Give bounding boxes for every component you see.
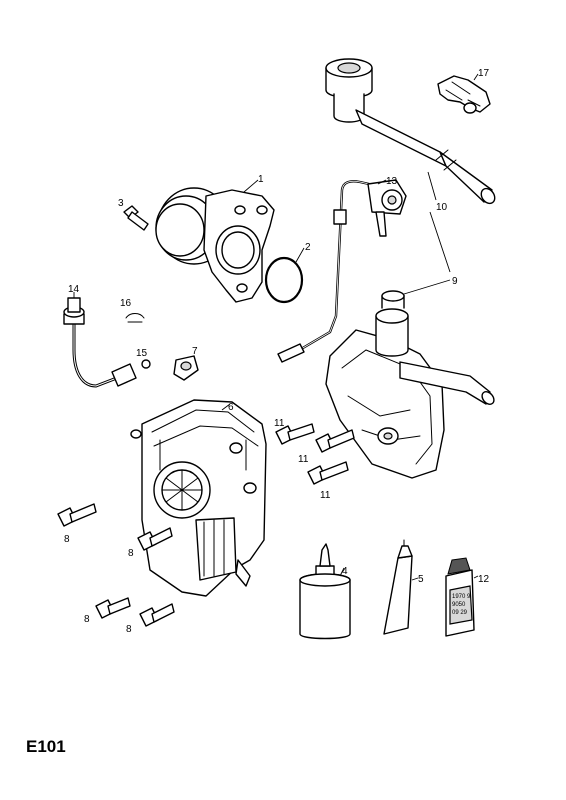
callout-7: 7	[192, 346, 198, 357]
leader-12	[473, 575, 479, 579]
callout-6: 6	[228, 402, 234, 413]
part-8-bolt-d	[139, 603, 175, 627]
callout-16: 16	[120, 298, 132, 309]
callout-17: 17	[478, 68, 490, 79]
diagram-code: E101	[26, 737, 66, 756]
part-10-reservoir-pipe	[325, 58, 496, 205]
part-2-o-ring	[264, 256, 304, 304]
part-13-clutch-line	[277, 179, 407, 363]
callout-2: 2	[305, 242, 311, 253]
callout-11a: 11	[274, 418, 285, 429]
callout-15: 15	[136, 348, 148, 359]
part-3-screw	[123, 205, 149, 231]
callout-10: 10	[436, 202, 448, 213]
part-11-bolt-c	[307, 461, 349, 485]
part-15-seal	[141, 359, 151, 369]
callout-9: 9	[452, 276, 458, 287]
part-4-fluid-bottle	[299, 543, 351, 640]
callout-8b: 8	[128, 548, 134, 559]
leader-4	[339, 567, 345, 577]
leader-1	[243, 179, 259, 193]
leader-9	[403, 279, 451, 295]
part-8-bolt-c	[95, 597, 131, 619]
tube-label-line2: 9050	[452, 602, 466, 608]
callout-3: 3	[118, 198, 124, 209]
callout-8c: 8	[84, 614, 90, 625]
callout-12: 12	[478, 574, 490, 585]
callout-11b: 11	[298, 454, 309, 465]
part-12-sealant-tube: 1970 9 9050 09 29	[445, 557, 475, 637]
tube-label-line1: 1970 9	[452, 594, 471, 600]
leader-10	[427, 171, 437, 201]
leader-6	[221, 403, 231, 411]
part-11-bolt-b	[315, 429, 355, 453]
callout-13: 13	[386, 176, 398, 187]
part-14-hydraulic-pipe	[63, 297, 137, 388]
part-11-bolt-a	[275, 423, 315, 445]
part-8-bolt-a	[57, 503, 97, 527]
callout-1: 1	[258, 174, 264, 185]
tube-label-line3: 09 29	[452, 610, 468, 616]
callout-5: 5	[418, 574, 424, 585]
leader-2	[295, 247, 305, 263]
part-7-plug	[173, 355, 199, 381]
part-1-release-bearing	[155, 187, 275, 303]
leader-13	[377, 179, 387, 185]
leader-5	[411, 577, 419, 581]
callout-4: 4	[342, 566, 348, 577]
part-16-retaining-clip	[125, 313, 145, 323]
part-9-reservoir-bracket	[325, 290, 495, 479]
callout-8d: 8	[126, 624, 132, 635]
part-17-clip	[437, 75, 491, 114]
leader-9-10	[429, 211, 451, 273]
part-8-bolt-b	[137, 527, 173, 551]
callout-8a: 8	[64, 534, 70, 545]
callout-14: 14	[68, 284, 80, 295]
leader-17	[473, 73, 479, 81]
callout-11c: 11	[320, 490, 331, 501]
part-5-grease-tube	[383, 539, 413, 635]
part-6-actuator-housing	[130, 399, 267, 597]
